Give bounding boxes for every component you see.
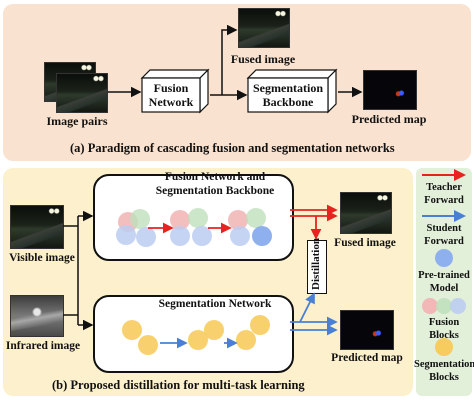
segmentation-backbone-label-line2: Backbone (262, 95, 314, 109)
predicted-map-label-a: Predicted map (351, 112, 427, 126)
legend-panel (416, 168, 472, 396)
legend-fusion-line1: Fusion (428, 317, 460, 328)
legend-fusion-line2: Blocks (429, 330, 459, 341)
fused-image-label-a: Fused image (230, 52, 296, 66)
legend-segmentation-line2: Blocks (429, 372, 459, 383)
legend-segmentation-line1: Segmentation (414, 359, 474, 370)
student-title: Segmentation Network (158, 298, 272, 310)
legend-student-line1: Student (426, 223, 462, 234)
fused-image-label-b: Fused image (334, 237, 396, 249)
fusion-network-label-line1: Fusion (153, 81, 189, 95)
fused-image-thumbnail-a (238, 8, 290, 48)
legend-pretrained-line1: Pre-trained (418, 270, 470, 281)
distillation-box (307, 240, 327, 294)
predicted-map-thumbnail-a (363, 70, 417, 110)
distillation-label: Distillation (310, 238, 322, 290)
segmentation-backbone-box (246, 68, 338, 114)
fusion-network-box (140, 68, 210, 114)
infrared-image-thumbnail (10, 295, 64, 337)
panel-b-caption: (b) Proposed distillation for multi-task… (52, 378, 305, 392)
predicted-map-label-b: Predicted map (331, 352, 403, 364)
predicted-map-thumbnail-b (340, 310, 394, 350)
fused-image-thumbnail-b (340, 192, 392, 234)
legend-student-line2: Forward (424, 236, 464, 247)
fusion-network-label-line2: Network (148, 95, 194, 109)
image-pair-front-thumbnail (56, 73, 108, 113)
visible-image-thumbnail (10, 205, 64, 249)
panel-a-caption: (a) Paradigm of cascading fusion and seg… (70, 141, 395, 155)
teacher-title-line2: Segmentation Backbone (155, 185, 275, 197)
image-pairs-label: Image pairs (46, 114, 108, 128)
infrared-image-label: Infrared image (5, 340, 81, 352)
visible-image-label: Visible image (9, 252, 75, 264)
legend-pretrained-line2: Model (429, 283, 459, 294)
legend-teacher-line2: Forward (424, 195, 464, 206)
teacher-title-line1: Fusion Network and (164, 171, 266, 183)
segmentation-backbone-label-line1: Segmentation (253, 81, 323, 95)
legend-teacher-line1: Teacher (426, 182, 462, 193)
